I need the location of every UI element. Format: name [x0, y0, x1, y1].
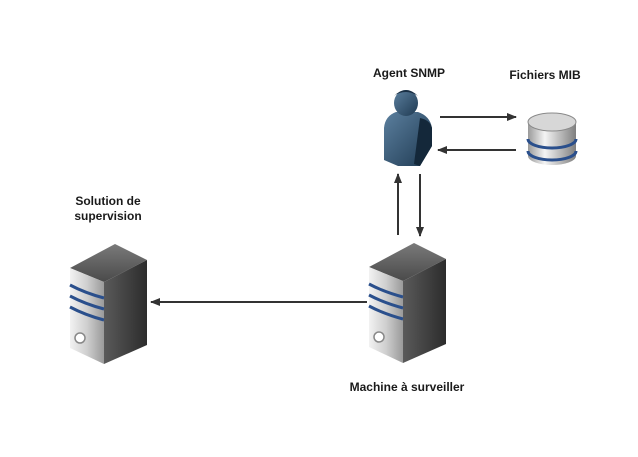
agent-snmp-label: Agent SNMP [373, 66, 445, 80]
machine-label: Machine à surveiller [349, 380, 465, 394]
supervision-label-line1: Solution de [75, 194, 141, 208]
mib-files-label: Fichiers MIB [509, 68, 581, 82]
supervision-label-line2: supervision [74, 209, 142, 223]
agent-person-icon [384, 90, 432, 166]
machine-server-icon [368, 243, 446, 363]
supervision-server-icon [69, 244, 147, 364]
supervision-label: Solution de supervision [60, 194, 156, 224]
mib-database-icon [526, 112, 578, 165]
